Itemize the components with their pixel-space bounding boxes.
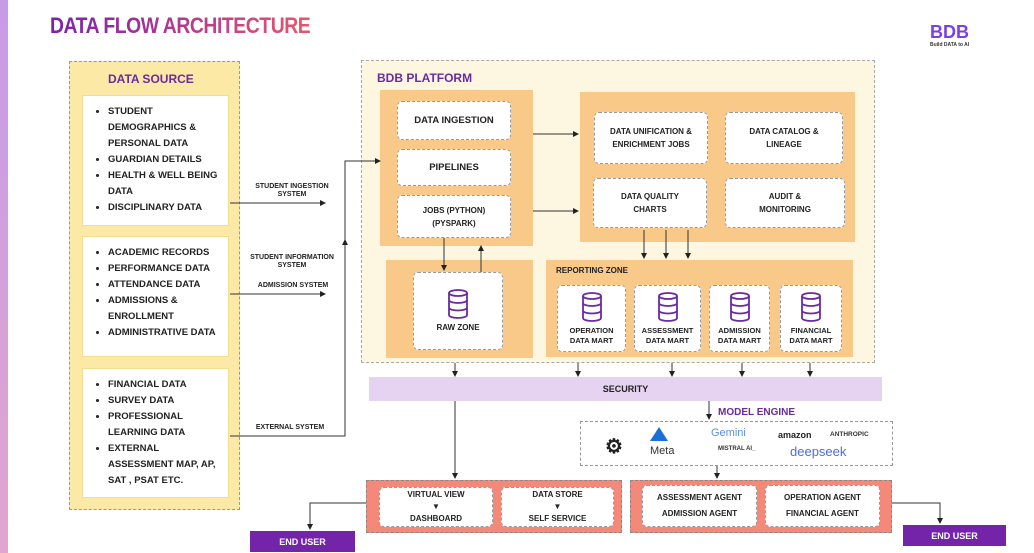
source-group-3: FINANCIAL DATASURVEY DATAPROFESSIONAL LE… [82,368,229,498]
end-user-left: END USER [250,531,355,552]
source-group-1: STUDENT DEMOGRAPHICS & PERSONAL DATAGUAR… [82,95,229,226]
connector-label: EXTERNAL SYSTEM [255,424,325,431]
arrow-down-icon: ▼ [432,502,440,511]
data-store-box: DATA STORE ▼ SELF SERVICE [501,487,614,527]
side-strip [0,0,8,553]
audit-box: AUDIT & MONITORING [725,178,845,228]
virtual-view-box: VIRTUAL VIEW ▼ DASHBOARD [379,487,493,527]
arrow-down-icon: ▼ [553,502,562,511]
assessment-agent: ASSESSMENT AGENT [656,493,743,502]
model-engine-title: MODEL ENGINE [718,407,796,418]
data-mart-label: ADMISSION DATA MART [717,325,762,345]
data-mart-box: OPERATION DATA MART [557,285,626,352]
data-source-title: DATA SOURCE [108,72,194,86]
quality-box: DATA QUALITY CHARTS [593,178,707,228]
self-service-label: SELF SERVICE [528,514,587,523]
connector-label: ADMISSION SYSTEM [257,282,329,289]
gemini-logo: Gemini [711,427,746,439]
financial-agent: FINANCIAL AGENT [786,509,859,518]
reporting-zone-title: REPORTING ZONE [556,266,629,275]
source-item: HEALTH & WELL BEING DATA [108,168,222,200]
agents-box-1: ASSESSMENT AGENT ADMISSION AGENT [642,485,757,527]
database-icon [448,289,468,319]
jobs-box: JOBS (PYTHON) (PYSPARK) [397,195,511,238]
platform-title: BDB PLATFORM [377,71,473,85]
data-store-label: DATA STORE [532,490,583,499]
mistral-logo: MISTRAL AI_ [718,446,756,452]
connector-label: STUDENT INGESTION SYSTEM [255,183,329,198]
source-item: PERFORMANCE DATA [108,261,222,277]
source-item: ADMISSIONS & ENROLLMENT [108,293,222,325]
security-bar: SECURITY [369,377,882,401]
data-mart-box: ASSESSMENT DATA MART [634,285,701,352]
database-icon [581,291,602,322]
source-item: PROFESSIONAL LEARNING DATA [108,409,222,441]
virtual-view-label: VIRTUAL VIEW [407,490,465,499]
database-icon [801,291,821,322]
operation-agent: OPERATION AGENT [784,493,861,502]
data-mart-label: FINANCIAL DATA MART [789,325,833,345]
unification-box: DATA UNIFICATION & ENRICHMENT JOBS [594,112,708,164]
database-icon [657,291,678,322]
source-item: EXTERNAL ASSESSMENT MAP, AP, SAT , PSAT … [108,441,222,489]
source-group-2: ACADEMIC RECORDSPERFORMANCE DATAATTENDAN… [82,236,229,357]
logo-text: BDB [930,22,969,42]
connector-label: STUDENT INFORMATION SYSTEM [250,254,334,269]
admission-agent: ADMISSION AGENT [661,509,738,518]
amazon-logo: amazon [778,430,812,440]
meta-logo: Meta [650,445,675,457]
end-user-right: END USER [903,525,1006,546]
source-item: STUDENT DEMOGRAPHICS & PERSONAL DATA [108,104,222,152]
source-item: DISCIPLINARY DATA [108,200,222,216]
source-item: FINANCIAL DATA [108,377,222,393]
database-icon [729,291,750,322]
logo-tagline: Build DATA to AI [930,42,970,48]
data-mart-box: ADMISSION DATA MART [709,285,770,352]
pipelines-box: PIPELINES [397,149,511,186]
agents-box-2: OPERATION AGENT FINANCIAL AGENT [765,485,880,527]
source-item: ATTENDANCE DATA [108,277,222,293]
source-item: ADMINISTRATIVE DATA [108,325,222,341]
raw-zone-label: RAW ZONE [436,323,480,332]
catalog-box: DATA CATALOG & LINEAGE [725,112,843,164]
deepseek-logo: deepseek [790,444,847,459]
data-ingestion-box: DATA INGESTION [397,101,511,140]
data-mart-label: OPERATION DATA MART [569,325,614,345]
page-title: DATA FLOW ARCHITECTURE [50,13,311,38]
data-mart-box: FINANCIAL DATA MART [780,285,842,352]
source-item: GUARDIAN DETAILS [108,152,222,168]
anthropic-logo: ANTHROPIC [830,431,869,438]
source-item: SURVEY DATA [108,393,222,409]
openai-logo: ⚙ [605,436,623,458]
model-engine-panel [580,421,893,466]
data-mart-label: ASSESSMENT DATA MART [641,325,694,345]
raw-zone-box: RAW ZONE [413,272,503,350]
source-item: ACADEMIC RECORDS [108,245,222,261]
dashboard-label: DASHBOARD [410,514,462,523]
